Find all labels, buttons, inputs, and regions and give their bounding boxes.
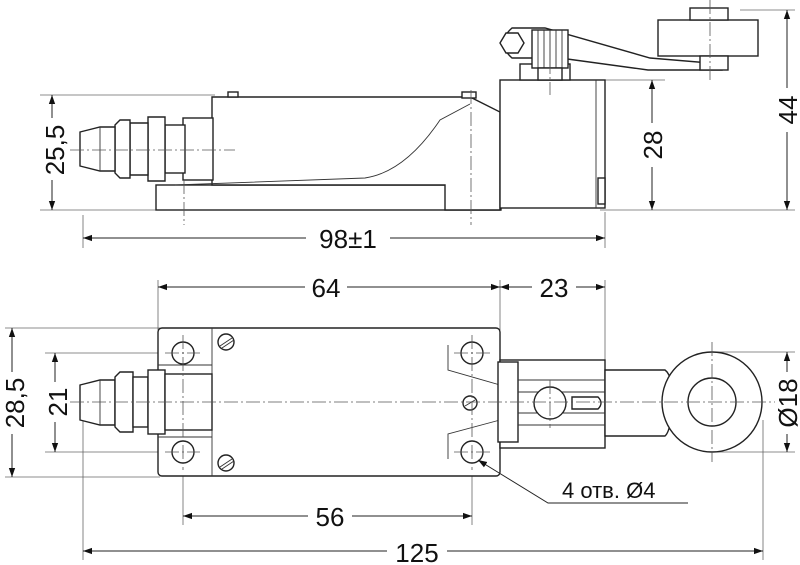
screw: [462, 395, 478, 411]
dim-length: 98±1: [319, 224, 377, 254]
dim-overall-length: 125: [395, 538, 438, 565]
dim-hole-spacing-y: 21: [43, 388, 73, 417]
dim-height-total: 44: [773, 96, 800, 125]
dim-width-body: 28,5: [0, 378, 30, 429]
screw: [217, 454, 235, 472]
body-tab: [461, 91, 477, 99]
switch-head-plan: [497, 359, 673, 449]
dim-height-body: 25,5: [40, 125, 70, 176]
switch-head: [499, 79, 606, 209]
side-view: 25,5 28 44 98±1: [40, 0, 800, 254]
cable-gland: [79, 116, 214, 182]
plan-view: 64 23 28,5 21 Ø18 4 отв. Ø4 56 125: [0, 272, 800, 565]
base-plate: [155, 184, 502, 211]
switch-body: [211, 96, 501, 211]
dim-hole-spacing-x: 64: [312, 273, 341, 303]
dim-head-offset: 23: [540, 273, 569, 303]
holes-note: 4 отв. Ø4: [562, 478, 655, 503]
dim-height-switch: 28: [638, 131, 668, 160]
body-tab: [227, 91, 239, 98]
screw: [217, 333, 235, 351]
head-latch: [597, 177, 606, 205]
holes-leader: [477, 459, 688, 504]
body-contour-line: [174, 103, 471, 186]
dim-hole-spacing-bottom: 56: [316, 502, 345, 532]
dim-roller-diameter: Ø18: [773, 378, 800, 427]
roller-side: [657, 7, 759, 71]
